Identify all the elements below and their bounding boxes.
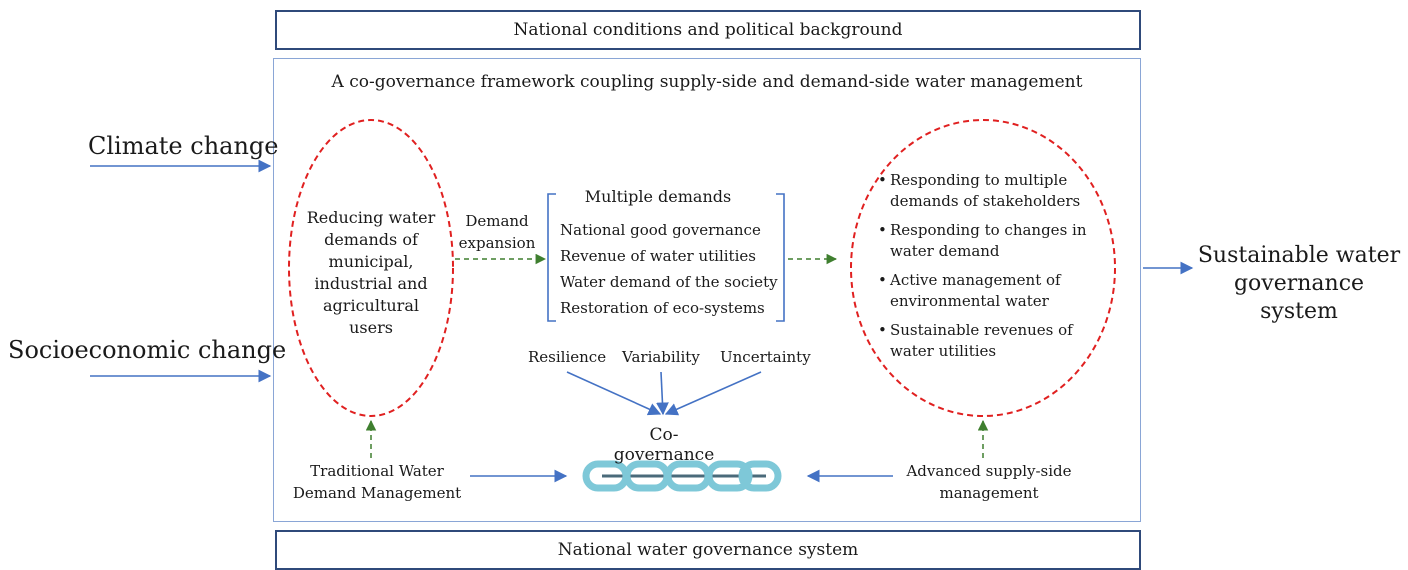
co-governance-label: Co-governance — [613, 425, 715, 465]
right-bullet: Active management of environmental water — [878, 270, 1093, 312]
demand-item: Restoration of eco-systems — [560, 299, 765, 317]
left-ellipse-line: industrial and — [314, 274, 428, 293]
left-ellipse — [288, 119, 454, 417]
right-ellipse-text: Responding to multiple demands of stakeh… — [878, 170, 1093, 370]
left-ellipse-line: Reducing water — [306, 208, 436, 227]
multiple-demands-block: Multiple demands National good governanc… — [560, 184, 778, 321]
chain-icon — [582, 460, 782, 492]
advanced-line1: Advanced supply-side — [906, 462, 1072, 480]
demand-expansion-line1: Demand — [465, 212, 529, 230]
socioeconomic-change-label: Socioeconomic change — [8, 336, 287, 364]
left-ellipse-line: agricultural — [323, 296, 419, 315]
framework-title-text: A co-governance framework coupling suppl… — [331, 72, 1083, 92]
sustainable-system-line2: governance system — [1233, 271, 1365, 324]
demand-expansion-line2: expansion — [458, 234, 536, 252]
right-brace — [776, 193, 785, 322]
left-ellipse-text: Reducing water demands of municipal, ind… — [296, 207, 446, 339]
traditional-label: Traditional Water Demand Management — [292, 460, 462, 504]
framework-title: A co-governance framework coupling suppl… — [273, 66, 1141, 98]
demand-item: Revenue of water utilities — [560, 247, 756, 265]
traditional-line1: Traditional Water — [310, 462, 444, 480]
right-bullet: Sustainable revenues of water utilities — [878, 320, 1093, 362]
demand-item: National good governance — [560, 221, 761, 239]
climate-change-label: Climate change — [88, 132, 279, 160]
left-ellipse-line: users — [349, 318, 393, 337]
demand-item: Water demand of the society — [560, 273, 778, 291]
factor-uncertainty: Uncertainty — [720, 348, 811, 366]
sustainable-system-label: Sustainable water governance system — [1196, 242, 1402, 326]
right-bullet: Responding to multiple demands of stakeh… — [878, 170, 1093, 212]
advanced-line2: management — [939, 484, 1039, 502]
demand-expansion-label: Demand expansion — [456, 210, 538, 254]
variability-arrow — [656, 371, 669, 416]
factor-variability: Variability — [622, 348, 700, 366]
sustainable-system-line1: Sustainable water — [1197, 243, 1401, 268]
national-water-governance-box: National water governance system — [275, 530, 1141, 570]
factor-resilience: Resilience — [528, 348, 607, 366]
right-ellipse — [850, 119, 1116, 417]
multiple-demands-title: Multiple demands — [584, 187, 732, 206]
uncertainty-arrow — [664, 371, 762, 416]
advanced-label: Advanced supply-side management — [904, 460, 1074, 504]
left-ellipse-line: demands of — [324, 230, 418, 249]
national-conditions-box: National conditions and political backgr… — [275, 10, 1141, 50]
resilience-arrow — [566, 371, 662, 416]
traditional-line2: Demand Management — [292, 484, 462, 502]
national-conditions-label: National conditions and political backgr… — [513, 20, 903, 40]
right-bullet: Responding to changes in water demand — [878, 220, 1093, 262]
left-ellipse-line: municipal, — [328, 252, 414, 271]
left-brace — [547, 193, 556, 322]
national-water-governance-label: National water governance system — [557, 540, 859, 560]
